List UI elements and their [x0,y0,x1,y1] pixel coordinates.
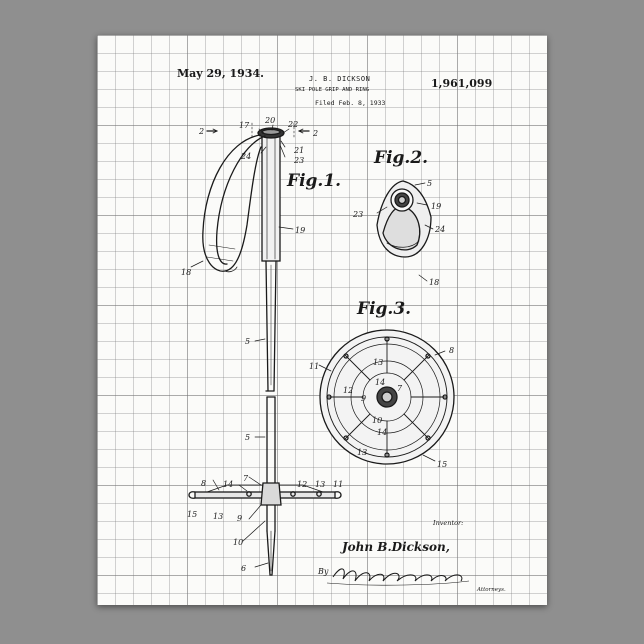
svg-text:9: 9 [361,394,366,403]
svg-text:10: 10 [372,416,382,425]
svg-text:8: 8 [201,479,206,488]
svg-text:10: 10 [233,538,243,547]
patent-poster: 2 17 20 22 2 24 21 23 19 18 5 5 8 7 14 1… [97,35,547,605]
svg-text:24: 24 [434,225,445,234]
svg-text:23: 23 [352,210,363,219]
svg-text:13: 13 [213,512,223,521]
fig2-strap-view [377,181,431,257]
svg-text:11: 11 [309,362,319,371]
svg-text:12: 12 [343,386,353,395]
inventor-label: Inventor: [433,519,463,527]
svg-text:20: 20 [264,116,275,125]
svg-text:18: 18 [429,278,439,287]
svg-text:14: 14 [375,378,385,387]
inventor-header: J. B. DICKSON [309,75,370,83]
patent-title: SKI POLE GRIP AND RING [295,87,369,93]
svg-text:19: 19 [431,202,441,211]
by-label: By [318,567,328,576]
fig3-label: Fig.3. [357,299,411,319]
svg-text:5: 5 [245,433,250,442]
svg-text:14: 14 [223,480,233,489]
svg-text:18: 18 [181,268,191,277]
fig2-label: Fig.2. [374,148,428,168]
svg-text:13: 13 [357,448,367,457]
patent-drawing: 2 17 20 22 2 24 21 23 19 18 5 5 8 7 14 1… [97,35,547,605]
fig1-label: Fig.1. [287,171,341,191]
patent-date: May 29, 1934. [177,67,264,80]
grip-cap [258,128,284,138]
svg-text:5: 5 [245,337,250,346]
svg-text:2: 2 [312,129,318,138]
svg-text:12: 12 [297,480,307,489]
svg-text:5: 5 [427,179,432,188]
fig3-basket-ring [320,330,454,464]
svg-text:24: 24 [240,152,251,161]
svg-text:19: 19 [295,226,305,235]
svg-text:17: 17 [239,121,250,130]
attorney-label: Attorneys. [477,587,506,593]
patent-number: 1,961,099 [431,77,492,90]
svg-text:7: 7 [243,474,249,483]
svg-text:23: 23 [293,156,304,165]
svg-text:22: 22 [287,120,298,129]
svg-text:21: 21 [293,146,304,155]
pole-shaft-upper [266,261,276,391]
grip-handle [262,133,280,261]
filed-date: Filed Feb. 8, 1933 [315,99,385,107]
inventor-name: John B.Dickson, [342,540,450,554]
svg-text:11: 11 [333,480,343,489]
wrist-strap [203,135,265,272]
attorney-signature [327,569,469,585]
svg-text:13: 13 [373,358,383,367]
svg-text:2: 2 [198,127,204,136]
svg-text:8: 8 [449,346,454,355]
svg-text:15: 15 [187,510,197,519]
svg-text:6: 6 [241,564,246,573]
svg-text:15: 15 [437,460,447,469]
svg-text:9: 9 [237,514,242,523]
svg-text:13: 13 [315,480,325,489]
svg-text:14: 14 [377,428,387,437]
